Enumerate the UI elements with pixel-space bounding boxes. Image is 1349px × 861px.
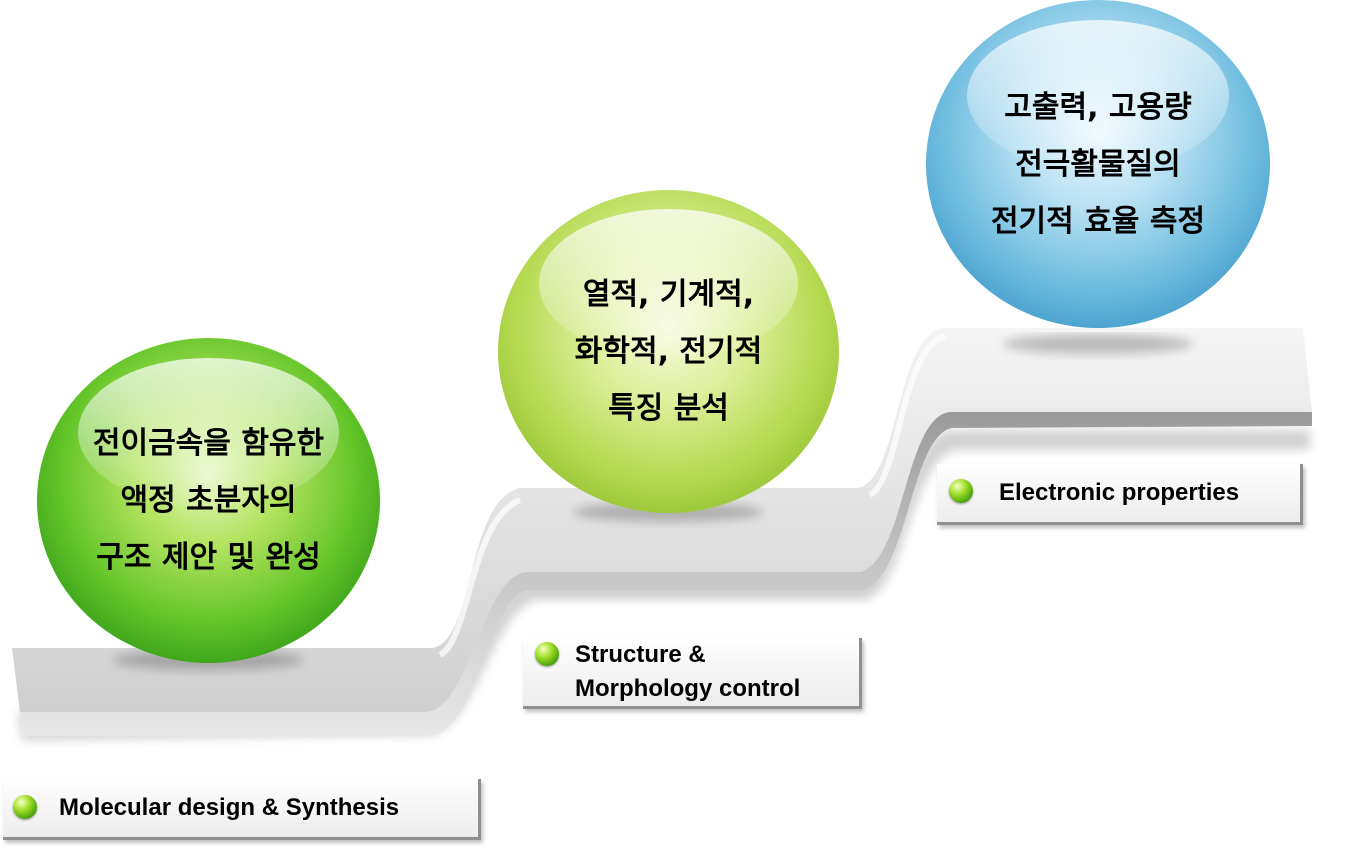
step1-line: 액정 초분자의 (120, 483, 297, 518)
step3-label: 고출력, 고용량 전극활물질의 전기적 효율 측정 (991, 79, 1205, 250)
step2-line: 화학적, 전기적 (574, 334, 763, 369)
molecular-design-label: Molecular design & Synthesis (59, 794, 400, 821)
structure-line: Morphology control (575, 675, 801, 702)
step2-line: 특징 분석 (608, 391, 729, 426)
step2-sphere: 열적, 기계적, 화학적, 전기적 특징 분석 (498, 190, 839, 513)
step3-line: 전극활물질의 (1015, 146, 1181, 182)
structure-morphology-tag: Structure & Morphology control (523, 638, 862, 709)
step3-sphere: 고출력, 고용량 전극활물질의 전기적 효율 측정 (926, 0, 1270, 328)
step1-sphere: 전이금속을 함유한 액정 초분자의 구조 제안 및 완성 (37, 338, 380, 663)
green-sphere-bullet-icon (13, 795, 37, 819)
step2-line: 열적, 기계적, (582, 277, 755, 312)
step1-label: 전이금속을 함유한 액정 초분자의 구조 제안 및 완성 (93, 415, 324, 586)
structure-line: Structure & (575, 641, 706, 668)
molecular-design-tag: Molecular design & Synthesis (3, 779, 481, 840)
green-sphere-bullet-icon (949, 479, 973, 503)
step1-line: 구조 제안 및 완성 (96, 540, 321, 575)
electronic-properties-label: Electronic properties (999, 479, 1240, 506)
green-sphere-bullet-icon (535, 642, 559, 666)
structure-morphology-label: Structure & Morphology control (575, 638, 800, 706)
step1-line: 전이금속을 함유한 (92, 426, 325, 461)
step2-label: 열적, 기계적, 화학적, 전기적 특징 분석 (575, 266, 762, 437)
step3-line: 전기적 효율 측정 (990, 203, 1206, 239)
electronic-properties-tag: Electronic properties (937, 464, 1303, 525)
step3-line: 고출력, 고용량 (1004, 89, 1192, 125)
